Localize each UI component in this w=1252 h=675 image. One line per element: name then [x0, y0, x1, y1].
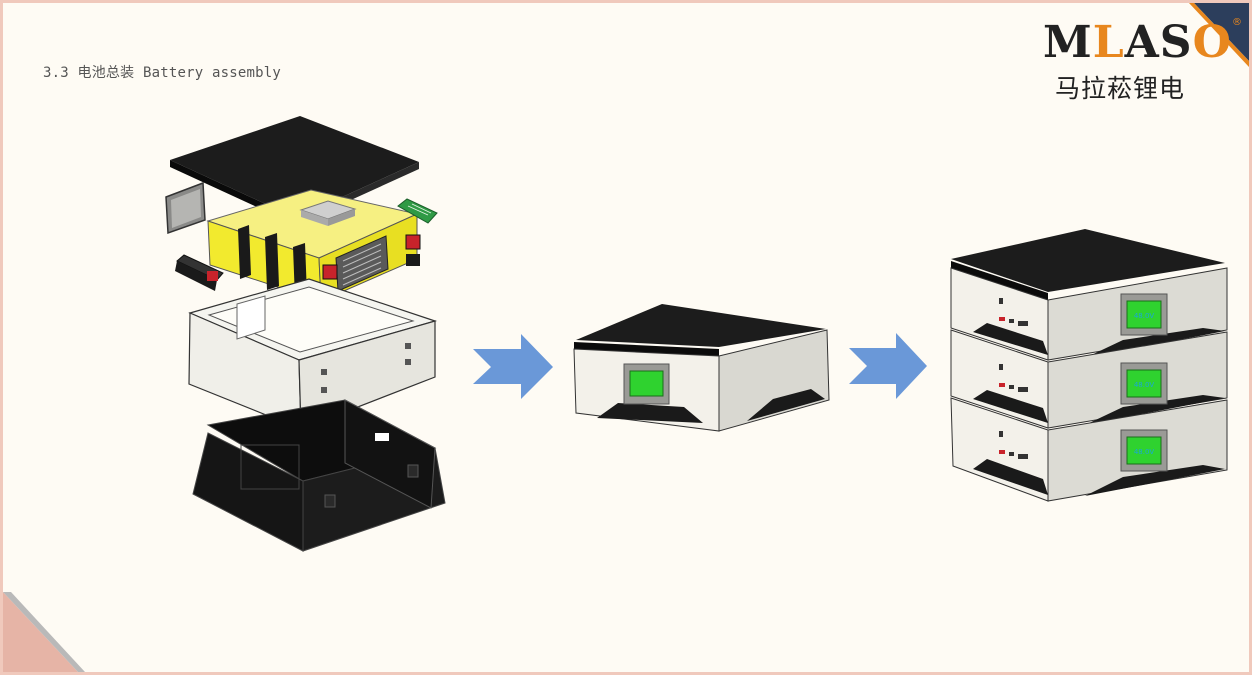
stack-display-label-1: 48.0V [1134, 312, 1155, 320]
module-display-screen [629, 370, 664, 397]
stack-unit-3: 48.0V [950, 397, 1228, 502]
stacked-battery-system: 48.0V 48.0V [950, 229, 1228, 502]
bms-board [397, 198, 438, 224]
corner-decoration-bottom-left [3, 592, 85, 672]
bottom-tray [192, 399, 446, 552]
exploded-components [165, 116, 446, 552]
corner-decoration-top-right [1189, 3, 1249, 67]
company-logo: MLASO ® 马拉菘锂电 [1043, 17, 1243, 109]
stack-unit-1: 48.0V [950, 267, 1228, 361]
handle [175, 254, 224, 291]
side-panel [165, 181, 206, 235]
arrow-right-1 [473, 334, 553, 399]
logo-chinese-name: 马拉菘锂电 [1055, 74, 1186, 103]
logo-wordmark: MLASO [1043, 17, 1232, 68]
registered-mark: ® [1232, 17, 1242, 28]
single-battery-module [573, 304, 830, 432]
stack-display-label-2: 48.0V [1134, 381, 1155, 389]
stack-display-label-3: 48.0V [1134, 448, 1155, 456]
arrow-right-2 [849, 333, 927, 399]
assembly-diagram: 48.0V 48.0V [165, 116, 1228, 552]
stack-unit-2: 48.0V [950, 329, 1228, 429]
section-title: 3.3 电池总装 Battery assembly [43, 65, 282, 81]
